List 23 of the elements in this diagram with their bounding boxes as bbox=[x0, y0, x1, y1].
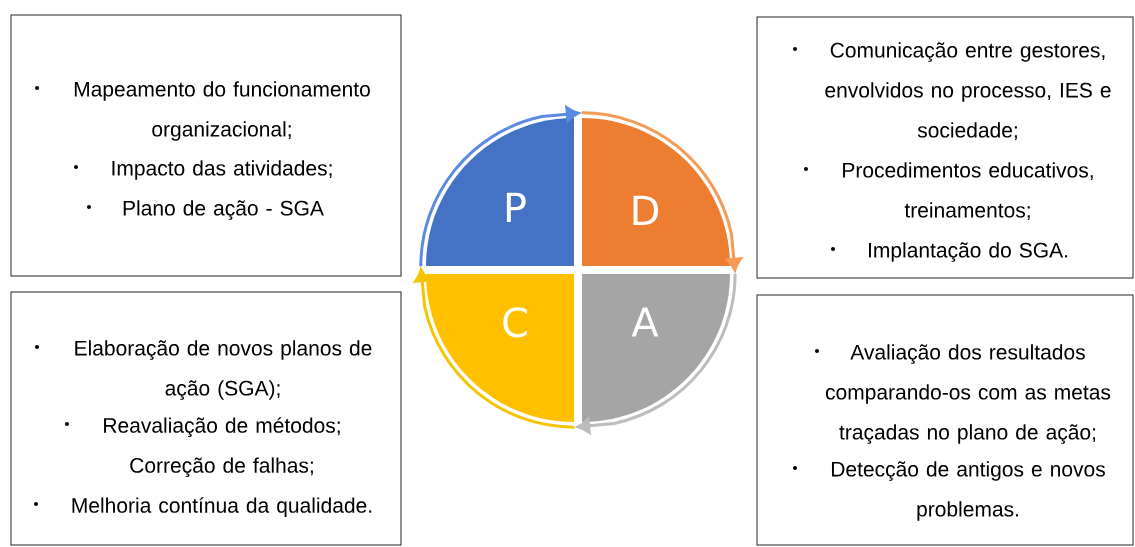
arrow bbox=[581, 111, 742, 272]
list-item: Impacto das atividades; bbox=[74, 160, 332, 180]
text-box bbox=[756, 294, 1134, 546]
text-box bbox=[10, 14, 402, 277]
list-item: Comunicação entre gestores, envolvidos no processo, IES e sociedade; bbox=[793, 42, 1111, 141]
text-box bbox=[756, 16, 1134, 279]
list-item: Melhoria contínua da qualidade. bbox=[34, 497, 372, 517]
quadrant-segment: D bbox=[582, 118, 730, 266]
list-item: Elaboração de novos planos de ação (SGA); bbox=[35, 340, 372, 400]
quadrant-segment: C bbox=[426, 274, 574, 422]
list-item: Procedimentos educativos, treinamentos; bbox=[804, 162, 1093, 221]
list-item: Avaliação dos resultados comparando-os com as metas traçadas no plano de ação; bbox=[815, 344, 1111, 444]
list-item: Plano de ação - SGA bbox=[87, 200, 324, 220]
arrow bbox=[576, 273, 737, 434]
quadrant-segment: P bbox=[426, 118, 574, 266]
arrow bbox=[414, 268, 575, 429]
list-item: Reavaliação de métodos; Correção de falhas; bbox=[65, 417, 340, 478]
list-item: Mapeamento do funcionamento organizacional; bbox=[35, 81, 370, 141]
list-item: Detecção de antigos e novos problemas. bbox=[793, 461, 1105, 521]
list-item: Implantação do SGA. bbox=[831, 242, 1068, 262]
arrow bbox=[419, 106, 580, 267]
quadrant-segment: A bbox=[582, 274, 730, 422]
text-box bbox=[10, 291, 402, 546]
